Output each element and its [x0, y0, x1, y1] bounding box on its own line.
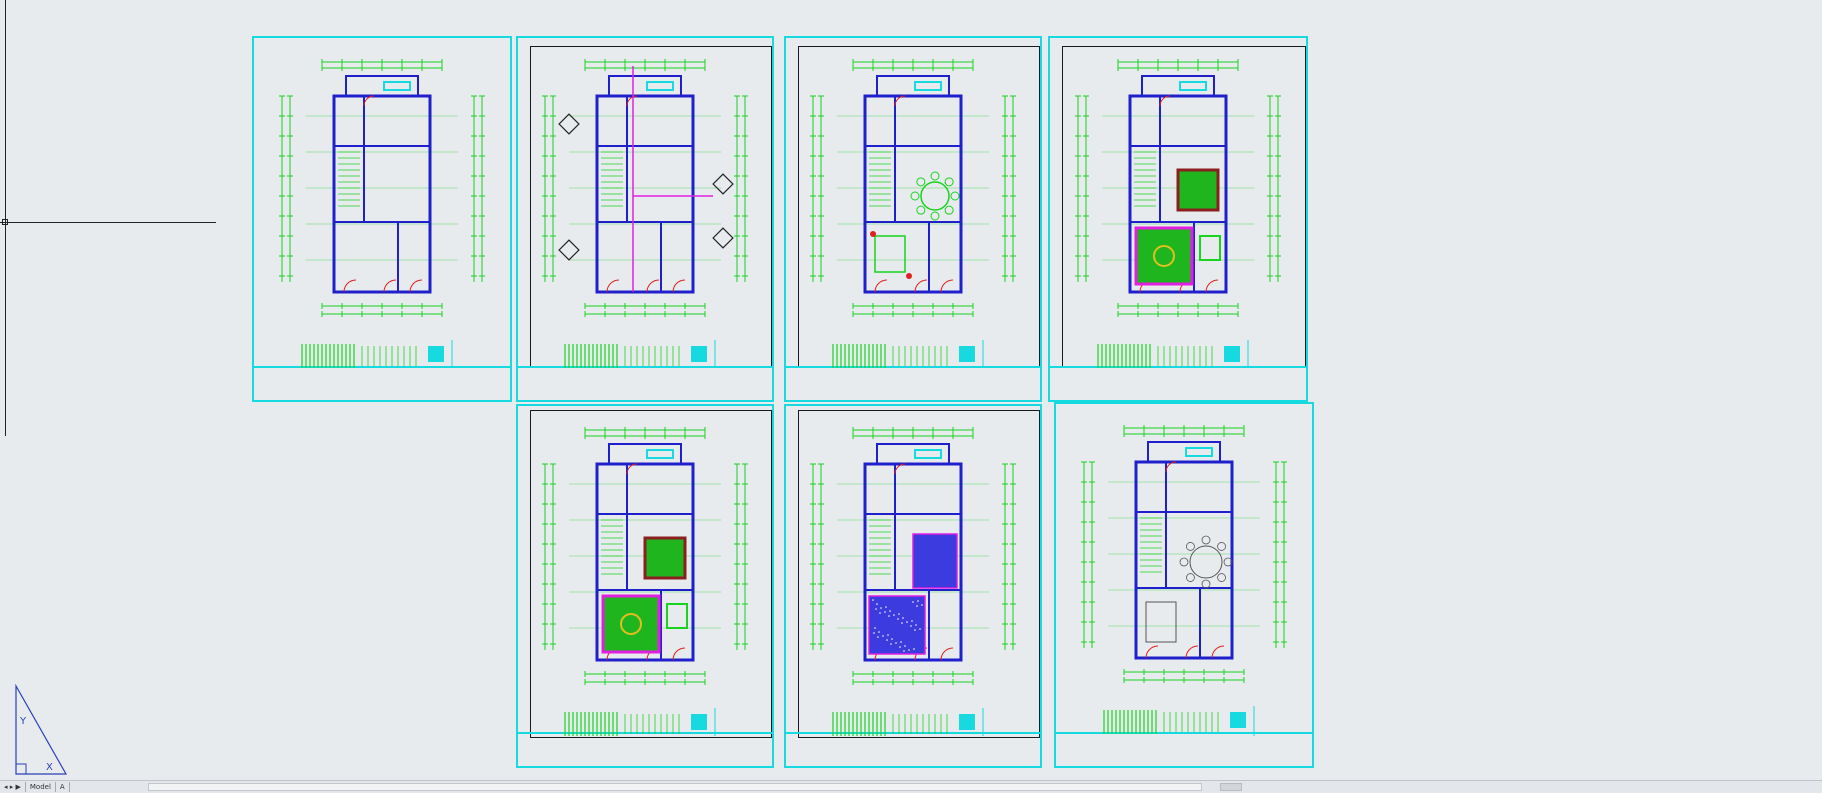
floor-plan-drawing	[810, 59, 1016, 368]
title-block	[1056, 732, 1312, 766]
sheet-1[interactable]	[252, 36, 512, 402]
title-block	[786, 732, 1040, 766]
sheet-6[interactable]	[784, 404, 1042, 768]
sheet-4[interactable]	[1048, 36, 1308, 402]
furniture-layout-drawing	[1081, 425, 1287, 736]
title-block	[786, 366, 1040, 400]
floor-plan-drawing	[279, 59, 485, 368]
svg-text:X: X	[46, 762, 53, 773]
title-block	[518, 732, 772, 766]
tab-model[interactable]: Model	[26, 782, 56, 792]
crosshair-pickbox	[2, 219, 8, 225]
sheet-7[interactable]	[1054, 402, 1314, 768]
scrollbar-thumb[interactable]	[1220, 783, 1242, 791]
title-block	[254, 366, 510, 400]
title-block	[1050, 366, 1306, 400]
floor-finish-drawing	[810, 427, 1016, 736]
horizontal-scrollbar[interactable]	[148, 783, 1202, 791]
layout-nav-buttons[interactable]: ◂ ▸ ▶	[0, 782, 26, 792]
sheet-frame	[530, 410, 772, 738]
ceiling-plan-drawing	[1075, 59, 1281, 368]
tab-layout[interactable]: A	[56, 782, 70, 792]
floor-plan-drawing	[542, 59, 748, 368]
crosshair-cursor-horizontal	[0, 222, 216, 223]
title-block	[518, 366, 772, 400]
ceiling-plan-drawing	[542, 427, 748, 736]
sheet-3[interactable]	[784, 36, 1042, 402]
ucs-icon: Y X	[15, 684, 68, 775]
sheet-2[interactable]	[516, 36, 774, 402]
crosshair-cursor-icon	[5, 0, 6, 436]
svg-text:Y: Y	[19, 716, 27, 727]
sheet-5[interactable]	[516, 404, 774, 768]
sheet-frame	[798, 410, 1040, 738]
